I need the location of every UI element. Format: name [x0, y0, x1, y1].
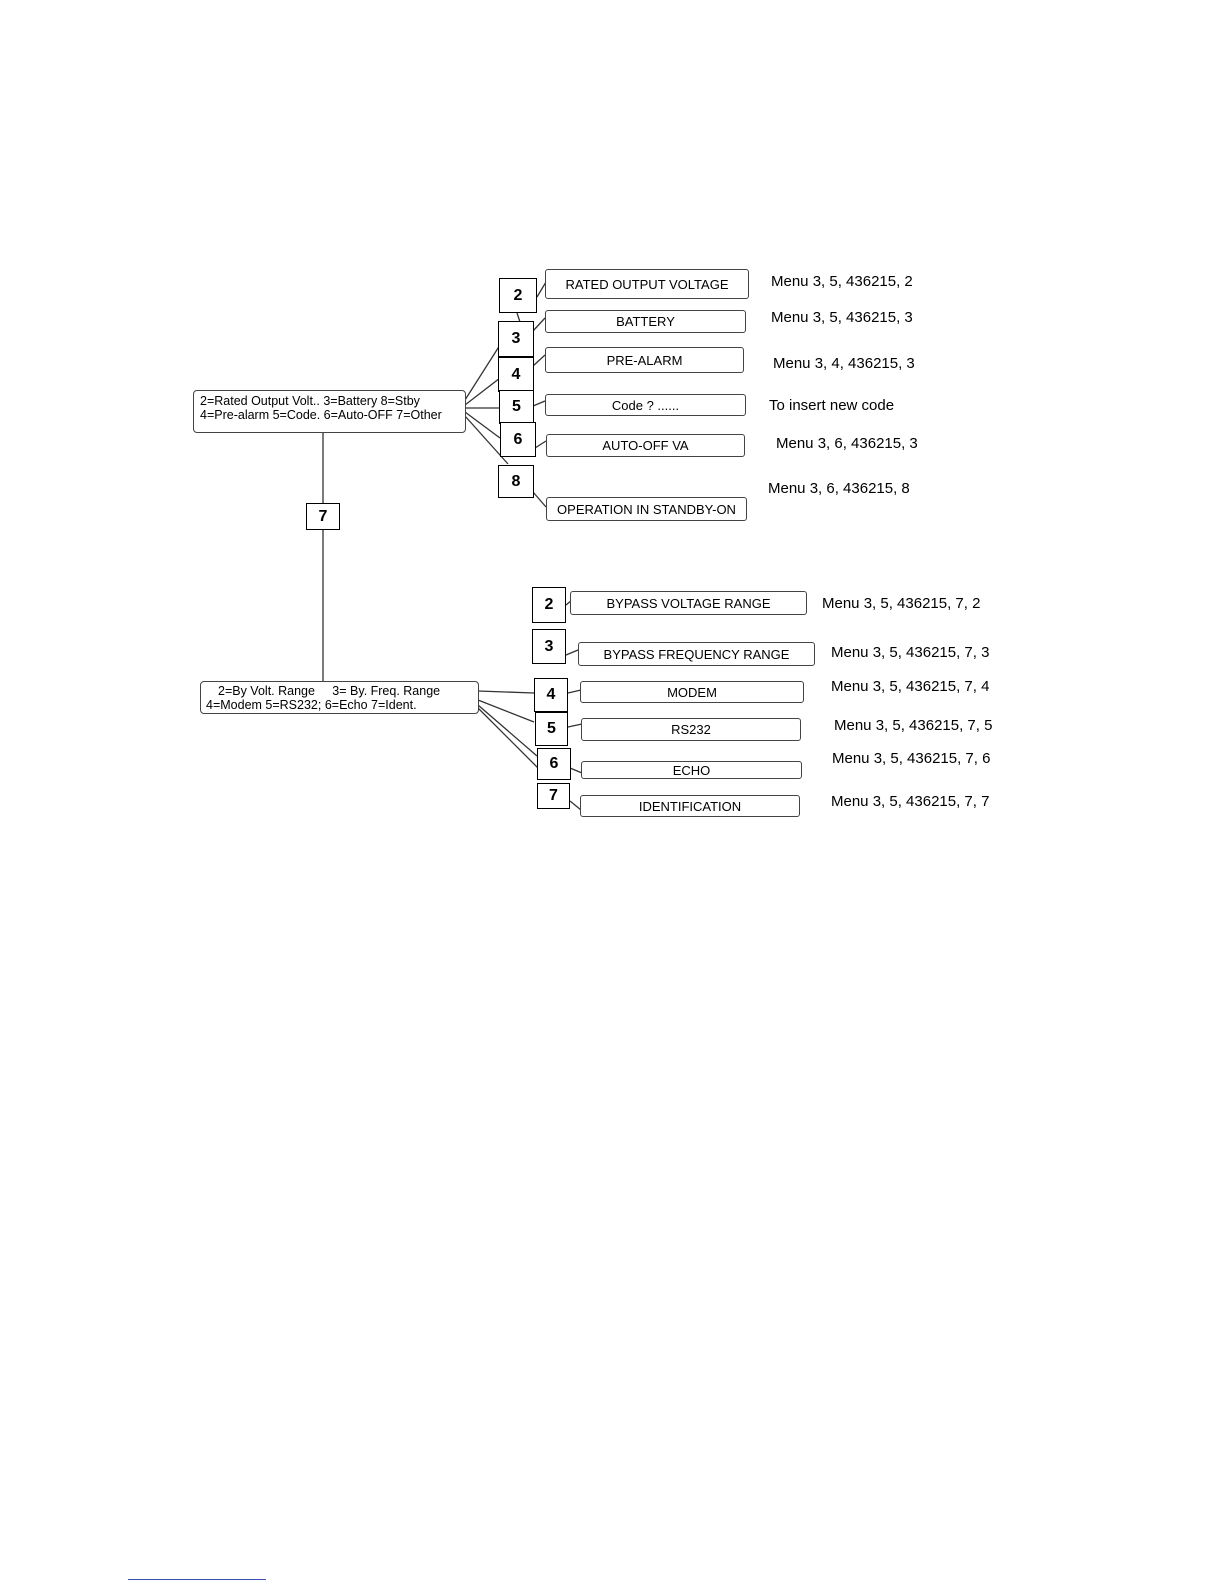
bottom-item-number: 2: [532, 587, 566, 623]
bottom-item-number: 6: [537, 748, 571, 780]
footnote-separator: [128, 1579, 266, 1580]
top-item-number: 4: [498, 357, 534, 392]
main-menu-line-1: 2=Rated Output Volt.. 3=Battery 8=Stby: [200, 394, 420, 408]
top-item-number: 3: [498, 321, 534, 357]
bottom-item-number: 4: [534, 678, 568, 712]
top-item-note: Menu 3, 4, 436215, 3: [773, 355, 915, 372]
bottom-item-note: Menu 3, 5, 436215, 7, 4: [831, 678, 990, 695]
bottom-item-label: MODEM: [580, 681, 804, 703]
link-number-box: 7: [306, 503, 340, 530]
bottom-item-note: Menu 3, 5, 436215, 7, 6: [832, 750, 991, 767]
bottom-item-note: Menu 3, 5, 436215, 7, 5: [834, 717, 993, 734]
top-item-number: 6: [500, 422, 536, 457]
other-menu-line-1: 2=By Volt. Range 3= By. Freq. Range: [218, 684, 441, 698]
bottom-item-label: ECHO: [581, 761, 802, 779]
top-item-number: 5: [499, 390, 534, 424]
bottom-item-label: RS232: [581, 718, 801, 741]
other-menu-line-2: 4=Modem 5=RS232; 6=Echo 7=Ident.: [206, 698, 417, 712]
main-menu-line-2: 4=Pre-alarm 5=Code. 6=Auto-OFF 7=Other: [200, 408, 442, 422]
top-item-note: Menu 3, 5, 436215, 3: [771, 309, 913, 326]
top-item-label: BATTERY: [545, 310, 746, 333]
other-menu-box: 2=By Volt. Range 3= By. Freq. Range 4=Mo…: [200, 681, 479, 714]
bottom-item-number: 7: [537, 783, 570, 809]
bottom-item-label: BYPASS VOLTAGE RANGE: [570, 591, 807, 615]
top-item-label: Code ? ......: [545, 394, 746, 416]
bottom-item-label: IDENTIFICATION: [580, 795, 800, 817]
top-item-label: RATED OUTPUT VOLTAGE: [545, 269, 749, 299]
bottom-item-label: BYPASS FREQUENCY RANGE: [578, 642, 815, 666]
bottom-item-note: Menu 3, 5, 436215, 7, 2: [822, 595, 981, 612]
top-item-label: OPERATION IN STANDBY-ON: [546, 497, 747, 521]
top-item-note: To insert new code: [769, 397, 895, 414]
top-item-number: 2: [499, 278, 537, 313]
top-item-label: AUTO-OFF VA: [546, 434, 745, 457]
top-item-note: Menu 3, 6, 436215, 3: [776, 435, 918, 452]
bottom-item-number: 3: [532, 629, 566, 664]
top-item-note: Menu 3, 5, 436215, 2: [771, 273, 913, 290]
top-item-note: Menu 3, 6, 436215, 8: [768, 480, 910, 497]
main-menu-box: 2=Rated Output Volt.. 3=Battery 8=Stby 4…: [193, 390, 466, 433]
bottom-item-note: Menu 3, 5, 436215, 7, 3: [831, 644, 990, 661]
top-item-label: PRE-ALARM: [545, 347, 744, 373]
bottom-item-note: Menu 3, 5, 436215, 7, 7: [831, 793, 990, 810]
top-item-number: 8: [498, 465, 534, 498]
bottom-item-number: 5: [535, 712, 568, 746]
